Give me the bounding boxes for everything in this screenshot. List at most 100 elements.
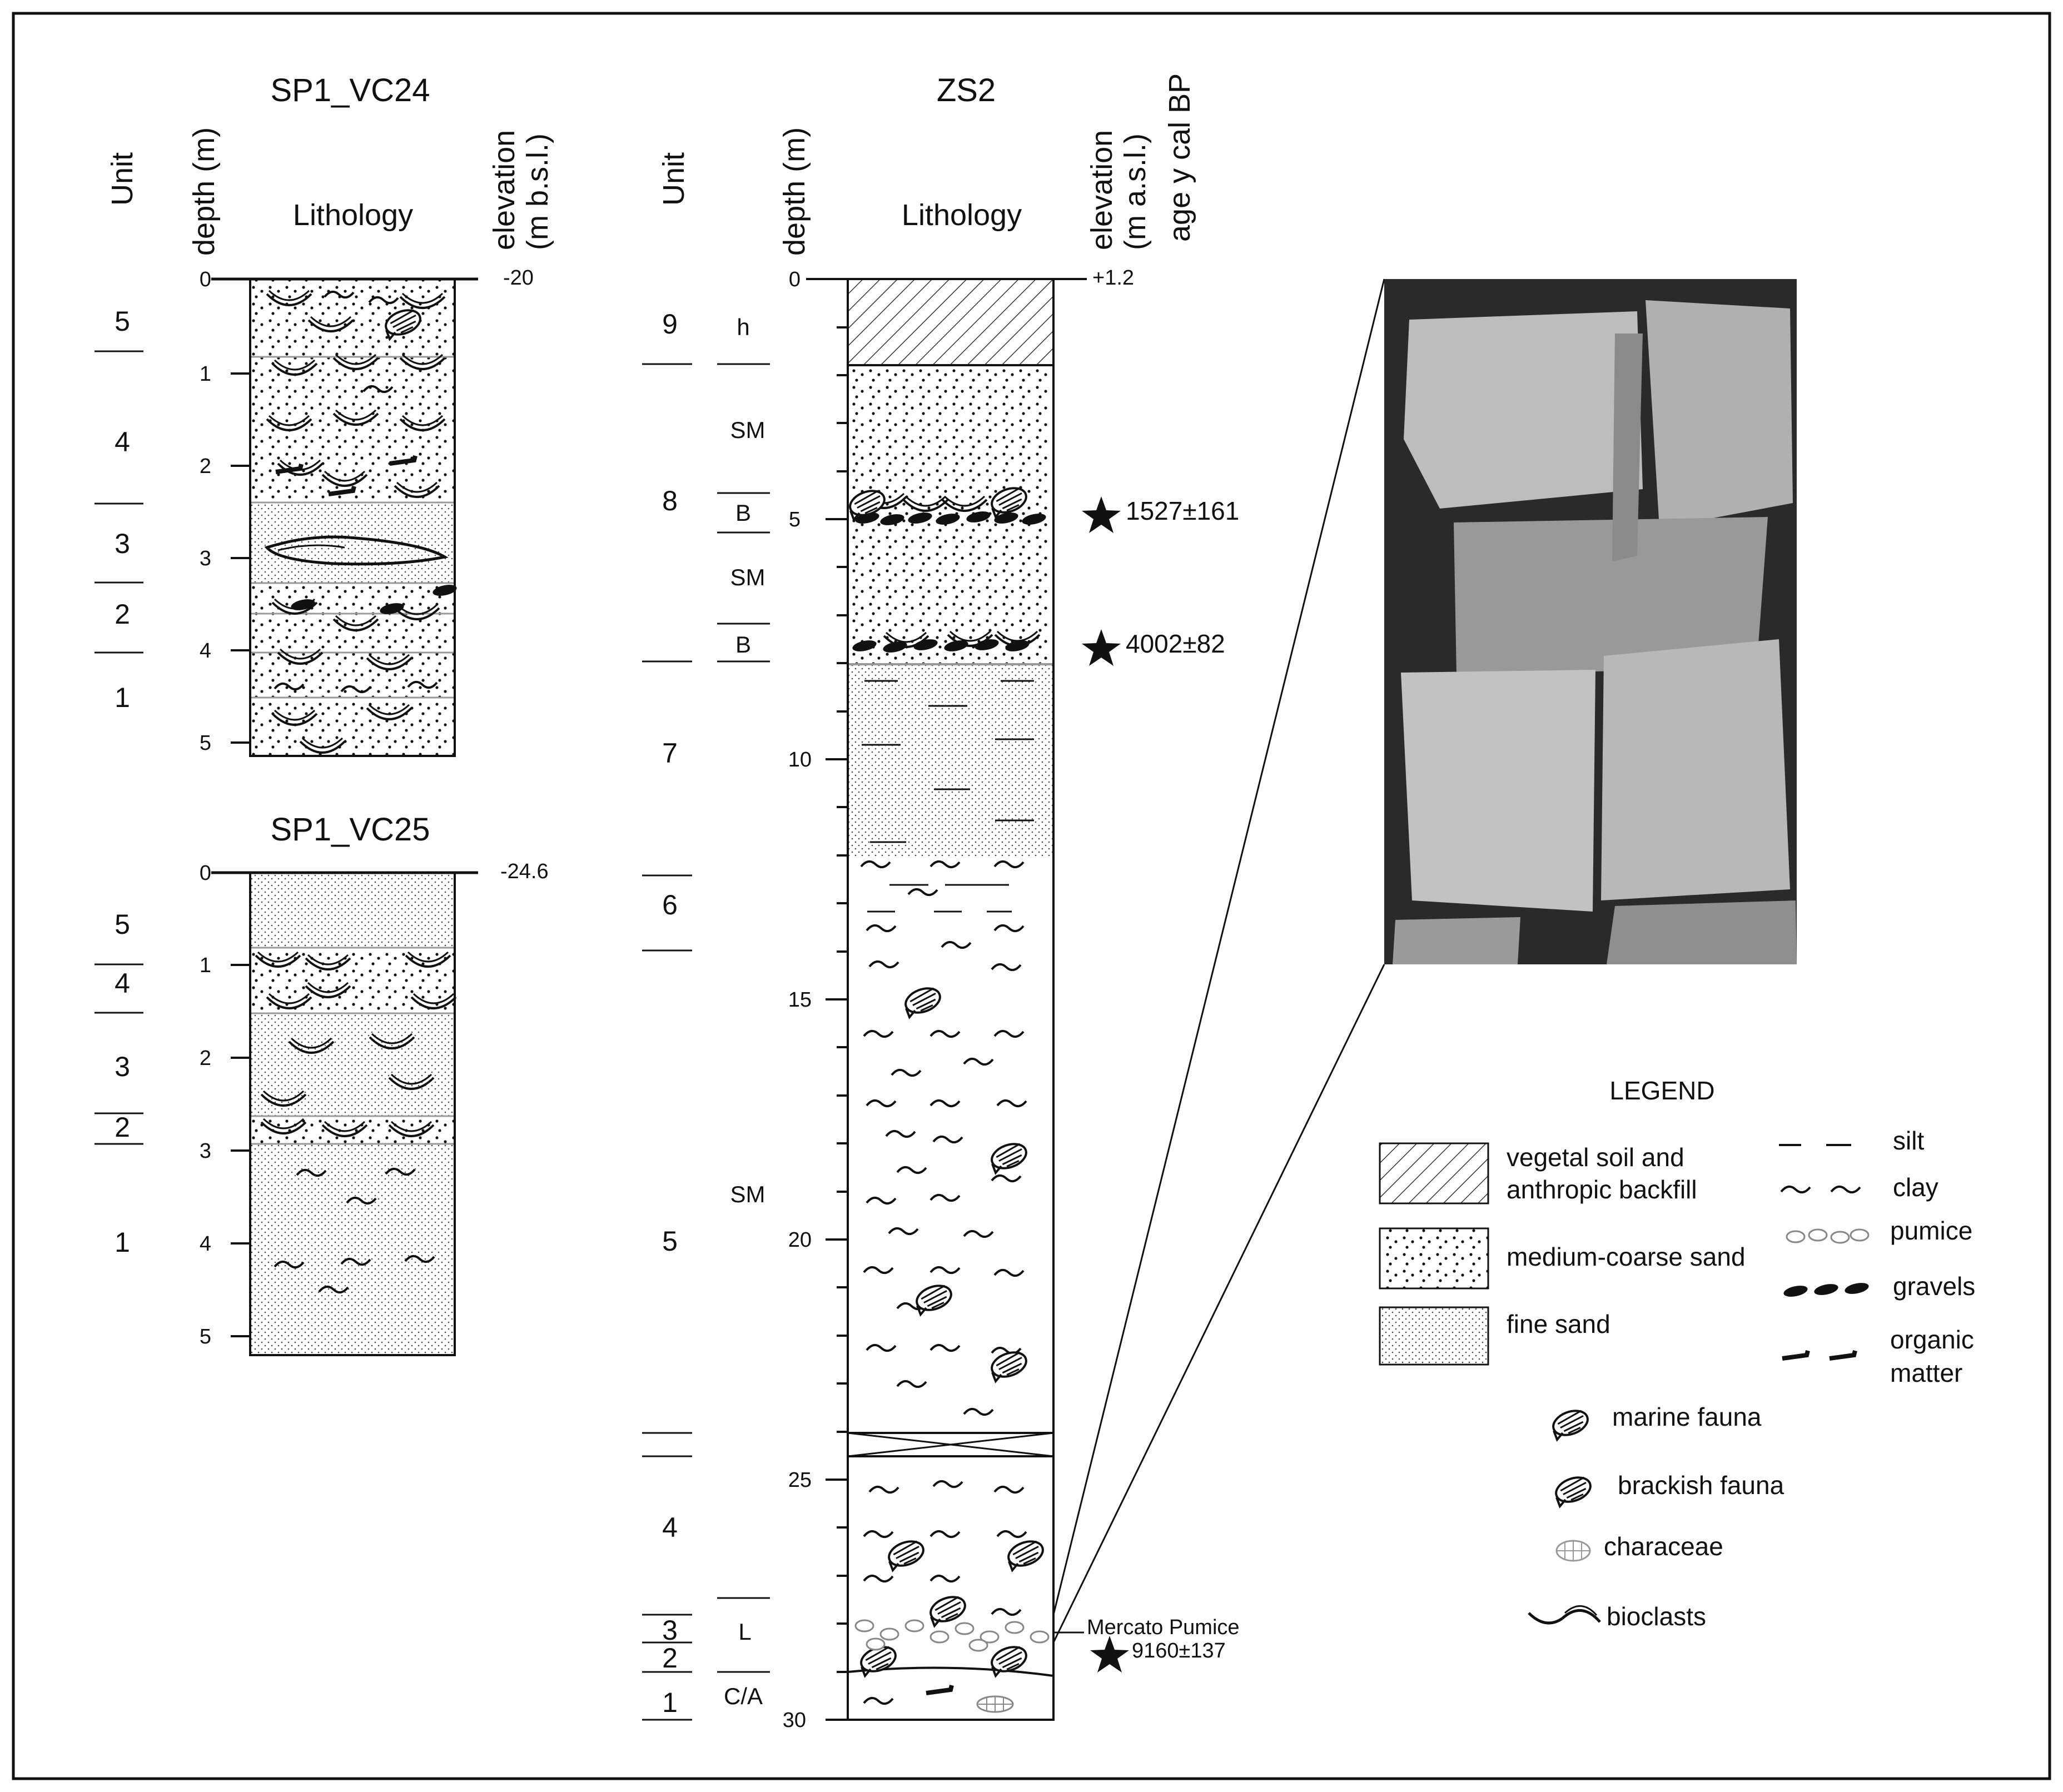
- svg-text:1527±161: 1527±161: [1126, 496, 1239, 525]
- vc24-depth-tick: 4: [200, 639, 211, 663]
- legend-title: LEGEND: [1609, 1076, 1714, 1105]
- legend-label: vegetal soil and: [1507, 1143, 1684, 1172]
- legend-swatch-coarse: [1379, 1227, 1489, 1290]
- vc24-elevation-header: elevation: [488, 130, 521, 250]
- legend-characeae-icon: [1555, 1540, 1591, 1562]
- mercato-pumice-label: Mercato Pumice: [1087, 1616, 1240, 1639]
- legend-clay-icon: [1780, 1185, 1811, 1194]
- vc24-unit-header: Unit: [106, 152, 139, 206]
- vc24-layer-boundaries: [250, 356, 455, 699]
- vc25-unit-label: 4: [115, 968, 130, 999]
- zs2-depth-tick: 10: [788, 748, 812, 771]
- legend-label: characeae: [1604, 1532, 1723, 1561]
- marine-fauna-mark: [1004, 1536, 1047, 1571]
- vc24-depth-ticks: [231, 278, 250, 744]
- zs2-depth-tick: 25: [788, 1469, 812, 1492]
- legend-label: marine fauna: [1612, 1402, 1762, 1431]
- organic-matter-mark: [926, 1685, 952, 1693]
- vc25-depth-tick: 5: [200, 1325, 211, 1348]
- zs2-unit-label: 9: [662, 308, 678, 340]
- vc24-layer-1: [250, 653, 455, 756]
- legend-label: matter: [1890, 1358, 1962, 1387]
- legend-brackish-fauna-icon: [1552, 1472, 1595, 1507]
- vc25-depth-tick: 4: [200, 1232, 211, 1256]
- marine-fauna-mark: [884, 1536, 928, 1571]
- zs2-depth-tick: 15: [788, 988, 812, 1012]
- vc24-unit-label: 3: [115, 528, 130, 559]
- vc25-layer-5: [250, 873, 455, 948]
- column-sp1-vc25: SP1_VC25 0 1 2 3: [95, 812, 549, 1356]
- legend-label: bioclasts: [1607, 1602, 1706, 1631]
- column-sp1-vc24: SP1_VC24 Unit depth (m) Lithology elevat…: [95, 72, 554, 757]
- vc25-title: SP1_VC25: [271, 812, 430, 848]
- vc24-depth-tick: 3: [200, 547, 211, 570]
- zs2-facies-label: L: [738, 1619, 751, 1645]
- zs2-facies-label: SM: [730, 1181, 765, 1207]
- vc25-layer-4: [250, 948, 455, 1013]
- zs2-facies-label: B: [735, 500, 751, 526]
- vc24-depth-header: depth (m): [187, 127, 221, 256]
- legend-marine-fauna-icon: [1549, 1405, 1592, 1441]
- vc24-top-elevation: -20: [503, 266, 534, 290]
- zs2-facies-label: SM: [730, 417, 765, 443]
- legend-label: brackish fauna: [1618, 1471, 1784, 1500]
- vc24-depth-tick: 2: [200, 455, 211, 478]
- zs2-facies-label: B: [735, 631, 751, 658]
- marine-fauna-mark: [926, 1591, 970, 1627]
- zs2-unit-label: 2: [662, 1642, 678, 1674]
- vc25-top-elevation: -24.6: [500, 860, 549, 883]
- vc24-unit-label: 5: [115, 306, 130, 337]
- radiocarbon-date: 4002±82: [1082, 629, 1225, 666]
- zs2-elevation-header: elevation: [1085, 130, 1119, 250]
- zs2-unit-label: 7: [662, 738, 678, 769]
- zs2-facies-label: C/A: [724, 1683, 763, 1709]
- zs2-elevation-unit: (m a.s.l.): [1119, 133, 1152, 250]
- zs2-depth-tick: 0: [789, 268, 801, 291]
- vc25-unit-label: 5: [115, 909, 130, 940]
- zs2-facies-label: SM: [730, 564, 765, 590]
- photo-connector: [1052, 964, 1385, 1643]
- radiocarbon-date: 9160±137: [1090, 1636, 1226, 1672]
- vc25-unit-label: 2: [115, 1112, 130, 1143]
- legend-label: anthropic backfill: [1507, 1175, 1697, 1204]
- legend-organic-icon: [1782, 1351, 1808, 1358]
- legend-label: pumice: [1890, 1216, 1972, 1245]
- legend-organic-icon: [1830, 1351, 1855, 1358]
- zs2-unit-label: 4: [662, 1512, 678, 1543]
- legend-swatch-soil: [1379, 1142, 1489, 1204]
- vc25-unit-label: 3: [115, 1051, 130, 1082]
- vc25-depth-tick: 0: [200, 862, 211, 885]
- vc24-depth-tick: 5: [200, 731, 211, 755]
- zs2-unit-label: 1: [662, 1687, 678, 1718]
- vc25-layer-1: [250, 1144, 455, 1355]
- svg-text:4002±82: 4002±82: [1126, 629, 1225, 658]
- svg-text:9160±137: 9160±137: [1132, 1639, 1226, 1662]
- vc24-unit-label: 2: [115, 599, 130, 630]
- zs2-title: ZS2: [937, 72, 996, 108]
- legend-label: silt: [1893, 1126, 1924, 1155]
- legend-label: fine sand: [1507, 1310, 1610, 1338]
- legend-label: clay: [1893, 1173, 1938, 1202]
- vc25-layer-3: [250, 1013, 455, 1116]
- legend-swatch-fine: [1379, 1306, 1489, 1366]
- vc25-depth-tick: 3: [200, 1139, 211, 1163]
- zs2-unit-label: 5: [662, 1226, 678, 1257]
- silt-marks: [862, 680, 1034, 913]
- legend-label: organic: [1890, 1325, 1974, 1354]
- legend-label: medium-coarse sand: [1507, 1242, 1746, 1271]
- legend-clay-icon: [1830, 1185, 1861, 1194]
- figure-frame: [12, 12, 2051, 1780]
- vc24-elevation-unit: (m b.s.l.): [521, 133, 554, 250]
- zs2-facies-label: h: [737, 314, 749, 340]
- column-zs2: ZS2 Unit depth (m) Lithology elevation (…: [642, 72, 1385, 1732]
- zs2-layer-7: [848, 664, 1053, 856]
- vc24-depth-tick: 1: [200, 362, 211, 386]
- vc24-unit-label: 4: [115, 426, 130, 457]
- vc25-depth-tick: 2: [200, 1047, 211, 1070]
- zs2-depth-tick: 20: [788, 1228, 812, 1252]
- vc24-layer-5: [250, 279, 455, 357]
- zs2-depth-tick: 30: [783, 1709, 806, 1732]
- brackish-fauna-mark: [987, 1641, 1031, 1677]
- vc24-unit-label: 1: [115, 682, 130, 713]
